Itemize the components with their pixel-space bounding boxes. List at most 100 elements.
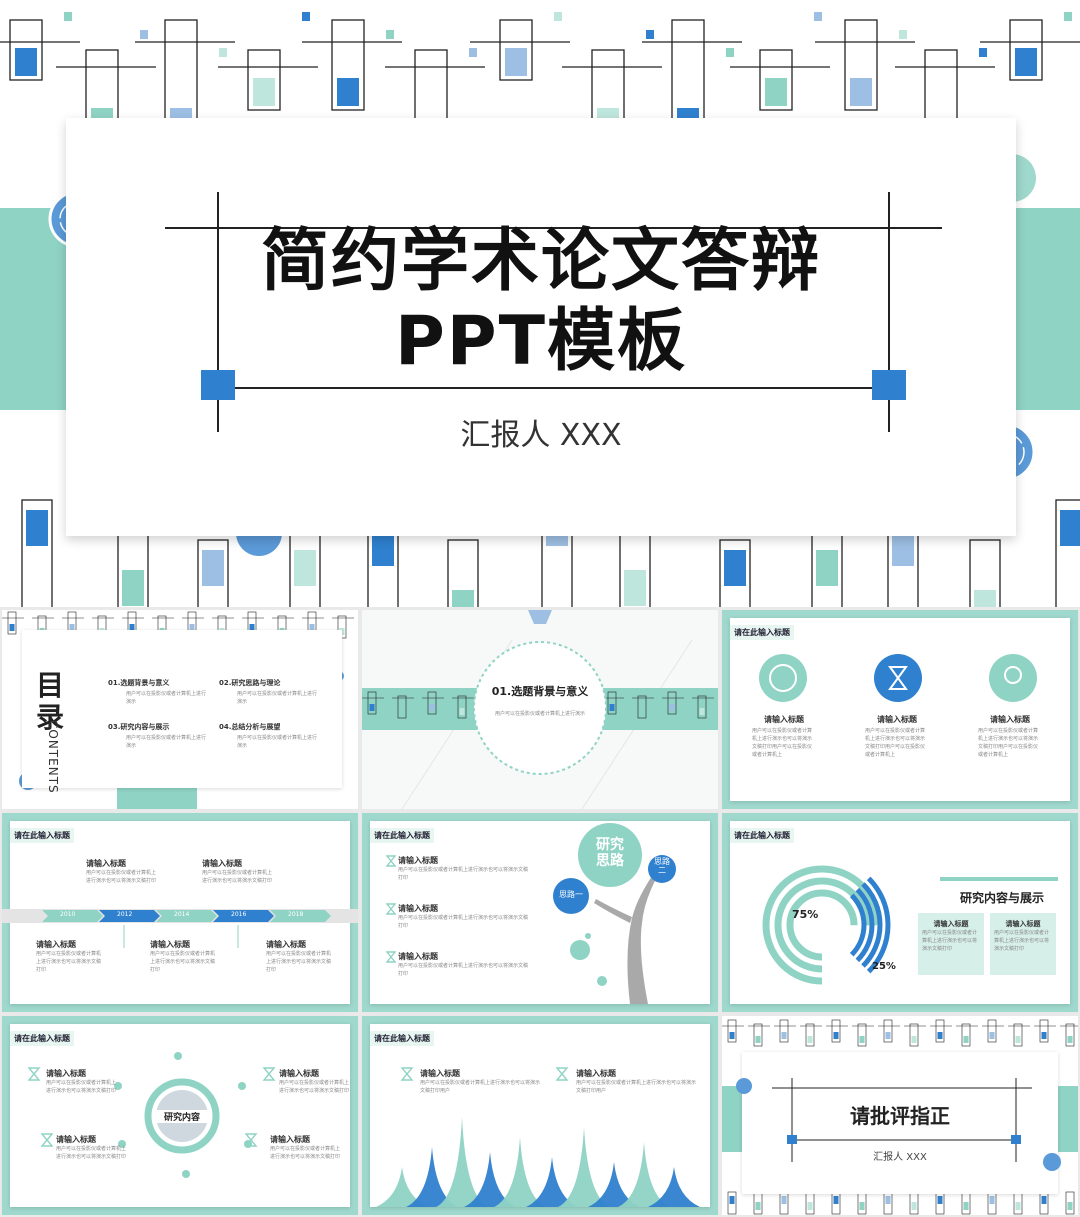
slide7-item-1: 请输入标题 用户可以在投影仪或者计算机上进行演示也可以将演示文稿打印 (46, 1069, 117, 1094)
pattern-block (249, 624, 255, 631)
slide4-tag: 请在此输入标题 (10, 828, 74, 843)
pattern-tube (427, 691, 437, 715)
pattern-dot (726, 48, 734, 57)
pattern-block (755, 1202, 761, 1210)
pattern-tube (197, 539, 229, 607)
pattern-block (1041, 1032, 1047, 1039)
slide5-tag: 请在此输入标题 (370, 828, 434, 843)
toc-title: 目录 (36, 669, 65, 734)
pattern-block (963, 1036, 969, 1043)
pattern-dot (469, 48, 477, 57)
slide3-col-1: 请输入标题 用户可以在投影仪或者计算机上进行演示也可以将演示文稿打印用户可以在投… (752, 715, 813, 758)
slide-thanks[interactable]: 请批评指正 汇报人 XXX (722, 1016, 1078, 1215)
slide4-bottom-1: 请输入标题 用户可以在投影仪或者计算机上进行演示也可以将演示文稿打印 (36, 940, 102, 973)
toc-item-4[interactable]: 04.总结分析与展望 用户可以在投影仪或者计算机上进行演示 (219, 723, 318, 749)
tree-main-node (578, 823, 642, 887)
pattern-block (1067, 1036, 1073, 1043)
pattern-tube (1039, 1019, 1049, 1043)
year-2014: 2014 (174, 911, 190, 918)
slide6-box-1: 请输入标题 用户可以在投影仪或者计算机上进行演示也可以将演示文稿打印 (922, 920, 978, 952)
radial-center: 研究内容 (154, 1110, 210, 1123)
slide5-item-2: 请输入标题 用户可以在投影仪或者计算机上进行演示也可以将演示文稿打印 (398, 904, 529, 929)
pattern-block (369, 704, 375, 711)
pattern-block (1060, 510, 1080, 546)
toc-card (22, 630, 342, 788)
pattern-tube (883, 1019, 893, 1043)
slide-donut[interactable]: 请在此输入标题 75% 25% 研究内容与展示 请输入标题 用户可以在投影仪或者… (722, 813, 1078, 1012)
tree-node-b (648, 855, 676, 883)
pattern-tube (909, 1023, 919, 1047)
pattern-tube (719, 539, 751, 607)
slide6-box-2: 请输入标题 用户可以在投影仪或者计算机上进行演示也可以将演示文稿打印 (994, 920, 1050, 952)
slide-three-columns[interactable]: 请在此输入标题 请输入标题 用户可以在投影仪或者计算机上进行演示也可以将演示文稿… (722, 610, 1078, 809)
pattern-block (911, 1036, 917, 1043)
pattern-block (452, 590, 474, 607)
slide-mountains[interactable]: 请在此输入标题 请输入标题 用户可以在投影仪或者计算机上进行演示也可以将演示文稿… (362, 1016, 718, 1215)
slide7-item-3: 请输入标题 用户可以在投影仪或者计算机上进行演示也可以将演示文稿打印 (56, 1135, 127, 1160)
mountains-graphic (376, 1067, 700, 1207)
toc-item-1[interactable]: 01.选题背景与意义 用户可以在投影仪或者计算机上进行演示 (108, 679, 207, 705)
year-2010: 2010 (60, 911, 76, 918)
pattern-dot (1064, 12, 1072, 21)
pattern-tube (1009, 19, 1043, 81)
pattern-block (885, 1032, 891, 1039)
section-desc: 用户可以在投影仪或者计算机上进行演示 (494, 711, 585, 717)
pattern-tube (607, 691, 617, 715)
pattern-block (309, 624, 315, 631)
cover-frame (165, 192, 942, 432)
donut-chart (762, 865, 1058, 985)
frame-square-right (872, 370, 906, 400)
pattern-block (755, 1036, 761, 1043)
slide-toc[interactable]: 目录 CONTENTS 01.选题背景与意义 用户可以在投影仪或者计算机上进行演… (2, 610, 358, 809)
hourglass-icons (386, 855, 396, 963)
pattern-block (807, 1036, 813, 1043)
pattern-block (1067, 1202, 1073, 1210)
pattern-tube (961, 1023, 971, 1047)
pattern-tube (969, 539, 1001, 607)
toc-item-3[interactable]: 03.研究内容与展示 用户可以在投影仪或者计算机上进行演示 (108, 723, 207, 749)
pattern-tube (1013, 1023, 1023, 1047)
pattern-dot (64, 12, 72, 21)
cover-reporter: 汇报人 XXX (460, 418, 622, 453)
pattern-block (639, 708, 645, 715)
year-2016: 2016 (231, 911, 247, 918)
pattern-tube (727, 1019, 737, 1043)
pattern-block (1015, 48, 1037, 76)
pattern-tube (697, 695, 707, 719)
donut-ring-3 (786, 889, 858, 961)
tree-node-b-label: 思路二 (654, 857, 670, 875)
slide4-bottom-3: 请输入标题 用户可以在投影仪或者计算机上进行演示也可以将演示文稿打印 (266, 940, 332, 973)
slide7-tag: 请在此输入标题 (10, 1031, 74, 1046)
pattern-tube (337, 615, 347, 639)
slide-radial[interactable]: 请在此输入标题 研究内容 请输入标题 用户可以在投影仪或者计算机上进行演示也可以… (2, 1016, 358, 1215)
pattern-block (253, 78, 275, 106)
pattern-tube (987, 1019, 997, 1043)
slide-section[interactable]: 01.选题背景与意义 用户可以在投影仪或者计算机上进行演示 (362, 610, 718, 809)
pattern-dot (219, 48, 227, 57)
slide7-item-4: 请输入标题 用户可以在投影仪或者计算机上进行演示也可以将演示文稿打印 (270, 1135, 341, 1160)
tree-node-a (553, 878, 589, 914)
pattern-block (724, 550, 746, 586)
slide5-card (370, 821, 710, 1004)
pattern-tube (753, 1023, 763, 1047)
pattern-tube (831, 1019, 841, 1043)
mountain-peak (494, 1137, 546, 1207)
pattern-block (989, 1196, 995, 1204)
mountain-peak (588, 1162, 640, 1207)
pattern-block (505, 48, 527, 76)
slide-timeline[interactable]: 请在此输入标题 2010 2012 2014 2016 2018 请输入标题 用… (2, 813, 358, 1012)
tree-graphic (553, 823, 676, 1004)
donut-segment-3 (855, 887, 875, 963)
pattern-tube (9, 19, 43, 81)
mountain-peak (464, 1152, 516, 1207)
pattern-block (807, 1202, 813, 1210)
toc-item-2[interactable]: 02.研究思路与理论 用户可以在投影仪或者计算机上进行演示 (219, 679, 318, 705)
slide-tree[interactable]: 请在此输入标题 研究思路 思路一 思路二 请输入标题 用户可以在投影仪或者计算机… (362, 813, 718, 1012)
pattern-dot (140, 30, 148, 39)
pattern-block (699, 708, 705, 715)
pattern-block (69, 624, 75, 631)
slide4-top-1: 请输入标题 用户可以在投影仪或者计算机上进行演示也可以将演示文稿打印 (86, 859, 157, 884)
cover-title-line1: 简约学术论文答辩 (260, 222, 821, 301)
slide5-item-1: 请输入标题 用户可以在投影仪或者计算机上进行演示也可以将演示文稿打印 (398, 856, 529, 881)
thanks-reporter: 汇报人 XXX (873, 1152, 927, 1163)
